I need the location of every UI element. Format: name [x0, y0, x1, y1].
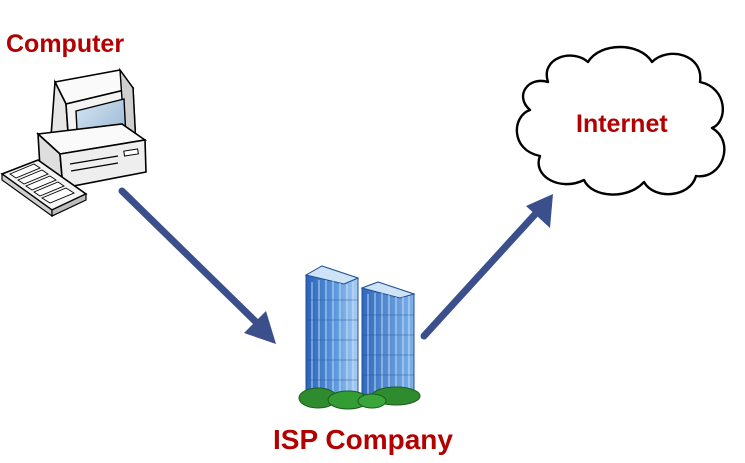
isp-company-label: ISP Company [273, 424, 453, 455]
internet-label: Internet [576, 110, 668, 138]
computer-label: Computer [6, 30, 125, 58]
arrow-computer-to-isp [118, 187, 276, 344]
office-buildings-icon [298, 265, 421, 410]
desktop-computer-icon [0, 67, 148, 218]
cloud-icon [515, 45, 726, 196]
arrow-isp-to-internet [420, 194, 553, 340]
